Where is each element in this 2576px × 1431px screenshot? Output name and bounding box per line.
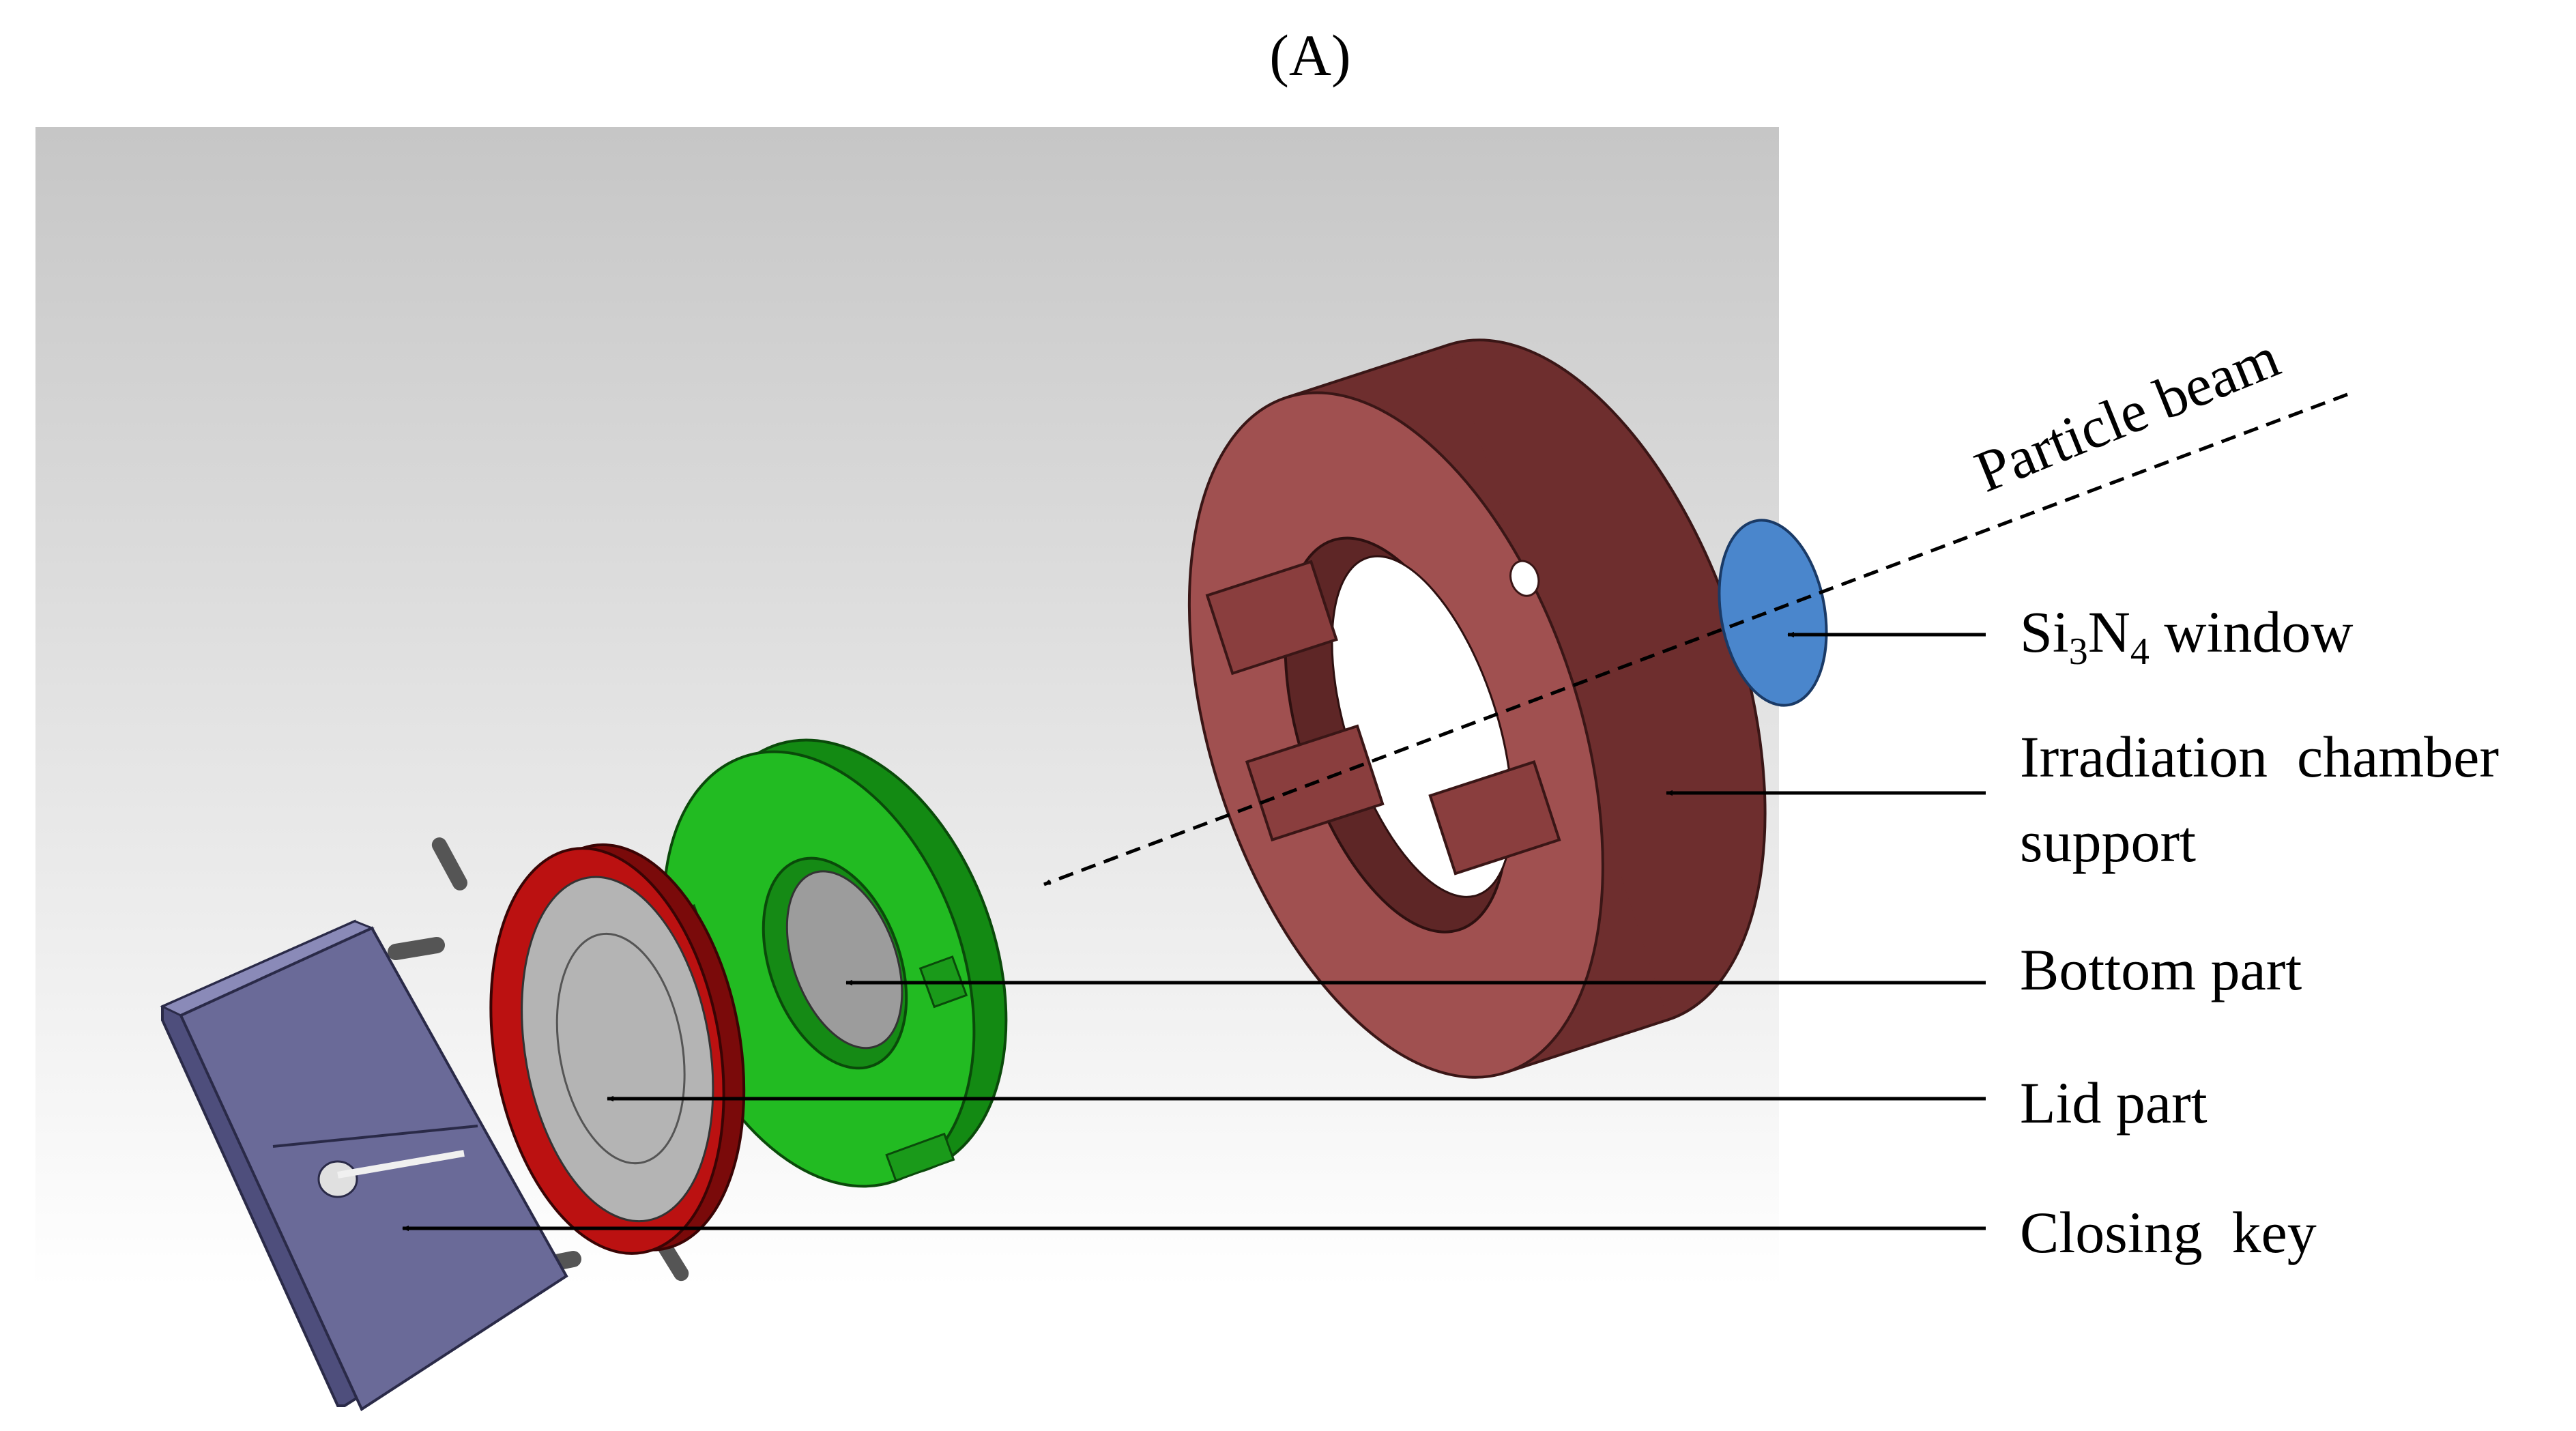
- lid-part: [431, 837, 746, 1282]
- window-label-sub1: 3: [2069, 631, 2088, 673]
- closing-key: [160, 919, 581, 1411]
- si3n4-window: [1718, 519, 1828, 707]
- window-label-n: N: [2088, 599, 2130, 665]
- irradiation-chamber-support: [1187, 338, 1767, 1079]
- window-label-suffix: window: [2150, 599, 2354, 665]
- closing-key-label: Closing key: [2020, 1200, 2317, 1265]
- window-label-sub2: 4: [2130, 631, 2150, 673]
- particle-beam-line: [1043, 392, 2348, 886]
- particle-beam-label: Particle beam: [1966, 323, 2288, 504]
- lid-part-label: Lid part: [2020, 1070, 2208, 1136]
- window-label: Si3N4 window: [2020, 599, 2353, 673]
- window-label-si: Si: [2020, 599, 2069, 665]
- chamber-label-line2: support: [2020, 809, 2196, 874]
- bottom-part-label: Bottom part: [2020, 937, 2302, 1002]
- chamber-label-line1: Irradiation chamber: [2020, 724, 2499, 790]
- panel-label: (A): [1269, 23, 1350, 88]
